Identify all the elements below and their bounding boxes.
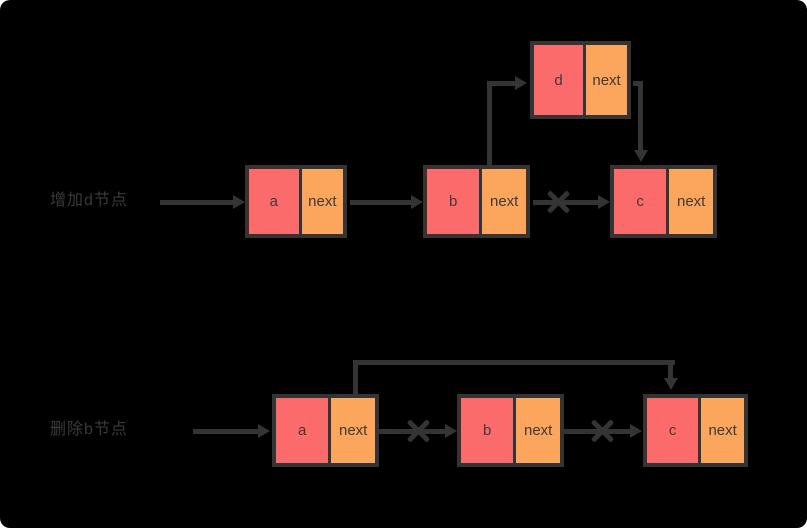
arrow-head-icon xyxy=(233,195,245,209)
node-b: b next xyxy=(457,394,564,467)
node-c-next-cell: next xyxy=(666,169,713,234)
node-c: c next xyxy=(643,394,748,467)
arrow-head-icon xyxy=(411,195,423,209)
node-a-data-cell: a xyxy=(249,169,299,234)
node-d: d next xyxy=(530,41,631,119)
arrow-head-icon xyxy=(664,378,678,390)
arrow-head-icon xyxy=(445,424,457,438)
broken-link-x-icon xyxy=(589,418,615,444)
arrow-head-icon xyxy=(515,76,527,90)
arrow-head-icon xyxy=(598,195,610,209)
broken-link-x-icon xyxy=(405,418,431,444)
pointer-head-to-a-line xyxy=(193,429,259,434)
pointer-b-to-d-vline xyxy=(487,81,492,165)
pointer-d-to-c-vline xyxy=(638,81,643,151)
node-a: a next xyxy=(272,394,379,467)
pointer-a-to-c-bypass-hline xyxy=(353,360,675,365)
node-c-data-cell: c xyxy=(614,169,667,234)
row-caption-insert: 增加d节点 xyxy=(50,192,128,209)
row-caption-delete: 删除b节点 xyxy=(50,421,128,438)
arrow-head-icon xyxy=(634,150,648,162)
pointer-a-to-c-bypass-vline-left xyxy=(353,362,358,394)
pointer-a-to-c-bypass-vline-right xyxy=(668,360,673,380)
arrow-head-icon xyxy=(630,424,642,438)
node-b-data-cell: b xyxy=(427,169,480,234)
node-a-data-cell: a xyxy=(276,398,329,463)
arrow-head-icon xyxy=(258,424,270,438)
node-d-next-cell: next xyxy=(583,45,627,115)
node-a-next-cell: next xyxy=(328,398,375,463)
node-b-next-cell: next xyxy=(513,398,560,463)
node-c-next-cell: next xyxy=(698,398,744,463)
pointer-a-to-b-line xyxy=(350,200,412,205)
node-a: a next xyxy=(245,165,347,238)
node-b-data-cell: b xyxy=(461,398,514,463)
pointer-head-to-a-line xyxy=(160,200,234,205)
node-a-next-cell: next xyxy=(298,169,343,234)
pointer-b-to-d-hline xyxy=(487,81,517,86)
node-c-data-cell: c xyxy=(647,398,699,463)
node-b-next-cell: next xyxy=(479,169,526,234)
node-b: b next xyxy=(423,165,530,238)
node-d-data-cell: d xyxy=(534,45,584,115)
broken-link-x-icon xyxy=(545,189,571,215)
node-c: c next xyxy=(610,165,717,238)
